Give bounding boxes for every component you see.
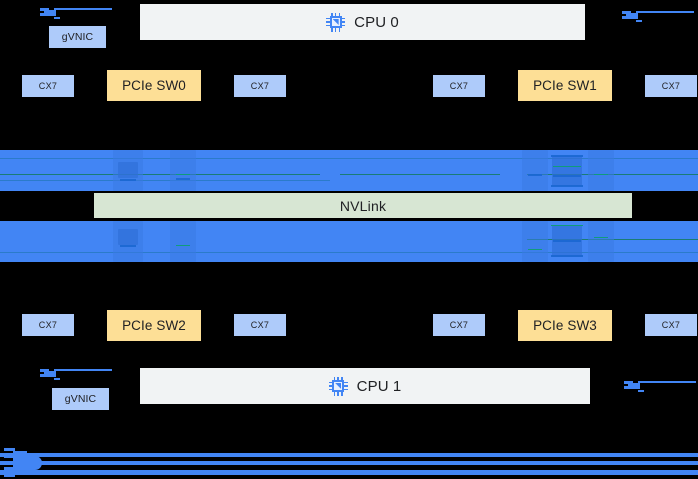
gpu-band-bottom: [0, 221, 698, 262]
cx7-label: CX7: [250, 320, 270, 330]
cx7-label: CX7: [38, 81, 58, 91]
nvlink-label: NVLink: [339, 197, 387, 214]
cx7-chip-1[interactable]: CX7: [234, 75, 286, 97]
gvnic-label: gVNIC: [61, 31, 94, 43]
pcie-switch-sw3[interactable]: PCIe SW3: [518, 310, 612, 341]
gvnic-chip-bottom[interactable]: gVNIC: [52, 388, 109, 410]
cx7-chip-4[interactable]: CX7: [22, 314, 74, 336]
nvlink-bar[interactable]: NVLink: [94, 193, 632, 218]
cpu0-box[interactable]: CPU 0: [140, 4, 585, 40]
pcie-switch-label: PCIe SW2: [122, 318, 186, 333]
pcie-switch-label: PCIe SW1: [533, 78, 597, 93]
cpu0-label: CPU 0: [354, 13, 399, 31]
cx7-label: CX7: [661, 81, 681, 91]
cpu-chip-icon: [326, 12, 346, 32]
cx7-chip-2[interactable]: CX7: [433, 75, 485, 97]
network-switch-icon: [4, 448, 44, 479]
pcie-switch-label: PCIe SW0: [122, 78, 186, 93]
cx7-label: CX7: [449, 81, 469, 91]
cx7-chip-3[interactable]: CX7: [645, 75, 697, 97]
cpu-chip-icon: [328, 376, 348, 396]
pcie-switch-label: PCIe SW3: [533, 318, 597, 333]
cpu1-box[interactable]: CPU 1: [140, 368, 590, 404]
cx7-chip-5[interactable]: CX7: [234, 314, 286, 336]
pcie-switch-sw1[interactable]: PCIe SW1: [518, 70, 612, 101]
nic-icon-bottom-right: [624, 378, 698, 396]
pcie-switch-sw0[interactable]: PCIe SW0: [107, 70, 201, 101]
cx7-chip-7[interactable]: CX7: [645, 314, 697, 336]
cx7-label: CX7: [449, 320, 469, 330]
cx7-chip-0[interactable]: CX7: [22, 75, 74, 97]
cx7-label: CX7: [38, 320, 58, 330]
cx7-label: CX7: [250, 81, 270, 91]
cx7-label: CX7: [661, 320, 681, 330]
cx7-chip-6[interactable]: CX7: [433, 314, 485, 336]
nic-icon-bottom-left: [40, 366, 112, 384]
gvnic-label: gVNIC: [64, 393, 97, 405]
cpu1-label: CPU 1: [356, 377, 402, 395]
gpu-band-top: [0, 150, 698, 191]
nic-icon-top-right: [622, 8, 696, 26]
nic-icon-top-left: [40, 5, 112, 23]
pcie-switch-sw2[interactable]: PCIe SW2: [107, 310, 201, 341]
gvnic-chip-top[interactable]: gVNIC: [49, 26, 106, 48]
